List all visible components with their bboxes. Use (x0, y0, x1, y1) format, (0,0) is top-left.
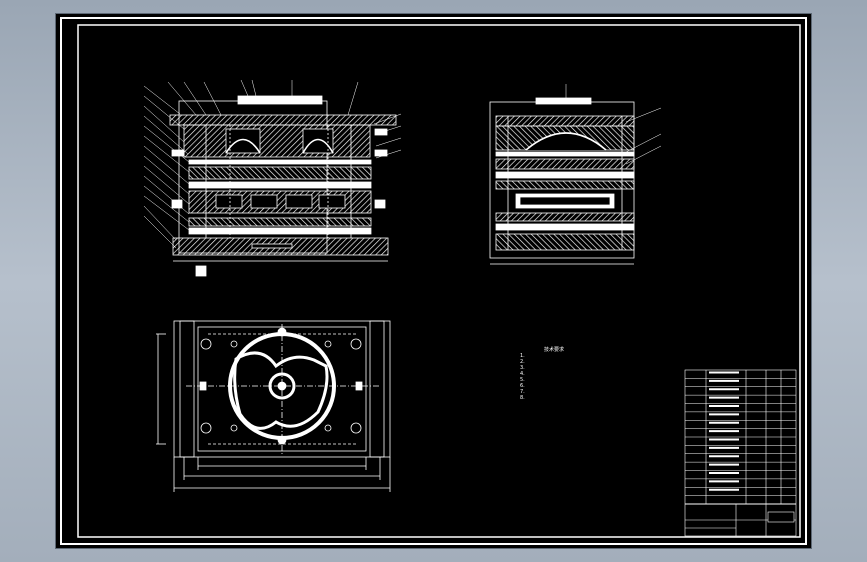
parts-row-text (709, 371, 739, 374)
side-section-view (489, 84, 662, 265)
note-line: 3. (520, 365, 525, 371)
note-line: 6. (520, 383, 525, 389)
parts-row-text (709, 463, 739, 466)
cad-drawing (60, 17, 807, 545)
parts-row-text (709, 455, 739, 458)
parts-row-text (709, 472, 739, 474)
parts-row-text (709, 488, 739, 491)
note-line: 7. (520, 389, 525, 395)
parts-row-text (709, 430, 739, 433)
note-line: 2. (520, 359, 525, 365)
note-line: 4. (520, 371, 525, 377)
outer-border (60, 17, 807, 545)
parts-row-text (709, 405, 739, 407)
parts-row-text (709, 379, 739, 382)
parts-row-text (709, 388, 739, 391)
parts-row-text (709, 421, 739, 424)
parts-row-text (709, 396, 739, 399)
front-section-view (143, 79, 402, 277)
notes-heading: 技术要求 (544, 347, 565, 353)
drawing-sheet: 技术要求 1. 2. 3. 4. 5. 6. 7. 8. (56, 14, 811, 548)
parts-list-table (684, 369, 797, 537)
parts-row-text (709, 480, 739, 483)
parts-row-text (709, 413, 739, 416)
note-line: 1. (520, 353, 525, 359)
inner-border (77, 24, 801, 538)
parts-row-text (709, 438, 739, 441)
note-line: 5. (520, 377, 525, 383)
notes-list: 1. 2. 3. 4. 5. 6. 7. 8. (520, 353, 650, 401)
parts-row-text (709, 446, 739, 449)
plan-view (156, 320, 391, 492)
note-line: 8. (520, 395, 525, 401)
